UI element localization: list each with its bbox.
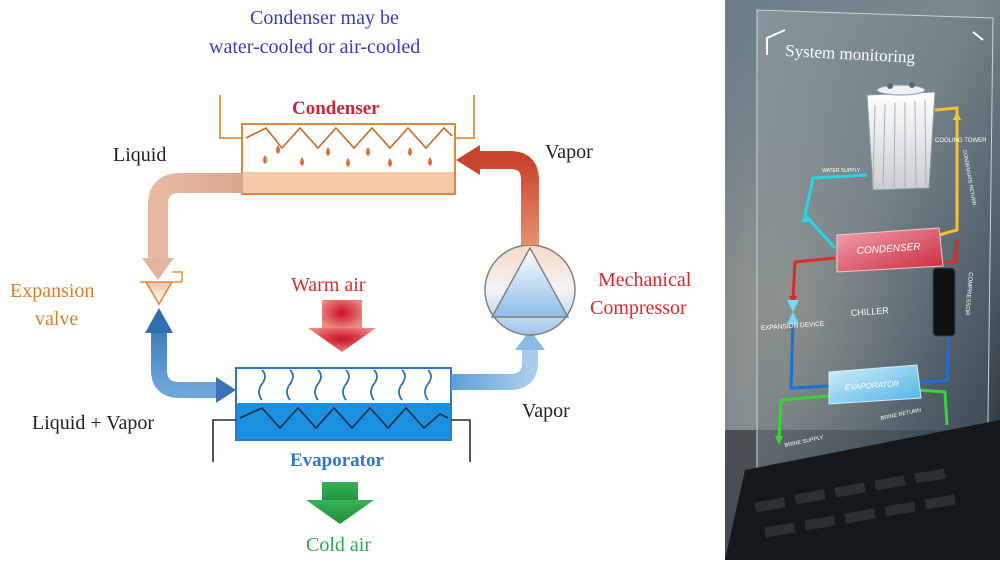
vapor-bottom-label: Vapor [522, 400, 570, 422]
condenser-note-line1: Condenser may be [250, 7, 399, 29]
monitor-expansion-icon [787, 300, 799, 324]
laptop-keys [754, 468, 956, 538]
cycle-diagram-graphic [140, 95, 576, 524]
monitor-compressor-text: COMPRESSOR [963, 272, 973, 316]
expansion-label-line2: valve [35, 308, 79, 330]
evaporator-vapor-wisps [258, 369, 432, 401]
warm-air-label: Warm air [291, 274, 366, 296]
monitor-evaporator-icon [828, 364, 922, 405]
liquid-vapor-arrowhead [216, 377, 236, 403]
evaporator-coil [239, 406, 449, 430]
evaporator-label: Evaporator [290, 450, 384, 471]
compressor-label-line1: Mechanical [598, 269, 692, 291]
monitor-condenser-text: CONDENSER [856, 242, 921, 257]
compressor-unit [484, 244, 576, 336]
monitor-compressor-icon [932, 267, 956, 337]
system-monitoring-photo: System monitoring COOLING TOWER WATER SU… [725, 0, 1000, 560]
cooling-tower-icon [866, 82, 936, 191]
monitor-expansion-text: EXPANSION DEVICE [761, 321, 825, 332]
expansion-valve [140, 271, 183, 306]
condenser-unit [219, 95, 475, 195]
condenser-note-line2: water-cooled or air-cooled [209, 36, 421, 58]
cold-air-arrow [306, 482, 374, 524]
vapor-pipe-bottom [451, 348, 538, 390]
vapor-bottom-arrowhead [515, 330, 545, 350]
liquid-pipe [148, 173, 243, 262]
expansion-label-line1: Expansion [10, 280, 95, 302]
monitor-water-supply: WATER SUPPLY [822, 168, 861, 174]
evaporator-unit [212, 367, 471, 462]
liquid-label: Liquid [113, 144, 167, 166]
monitor-condenser-icon [836, 227, 944, 273]
condenser-drops [263, 145, 432, 167]
monitor-cooling-tower: COOLING TOWER [935, 138, 987, 144]
refrigeration-cycle-diagram: Condenser may be water-cooled or air-coo… [10, 7, 692, 556]
condenser-label: Condenser [292, 98, 380, 119]
compressor-label-line2: Compressor [590, 297, 687, 319]
monitoring-screen-graphic: System monitoring COOLING TOWER WATER SU… [725, 0, 1000, 560]
condenser-coil [245, 126, 453, 150]
monitor-chiller-text: CHILLER [850, 305, 889, 318]
vapor-top-arrowhead [456, 145, 480, 175]
liquid-pipe-arrowhead [142, 258, 174, 280]
liquid-vapor-pipe [151, 333, 220, 398]
vapor-top-label: Vapor [545, 141, 593, 163]
exp-out-arrowhead [145, 308, 173, 333]
vapor-pipe-top [478, 151, 539, 245]
warm-air-arrow [308, 300, 376, 352]
cold-air-label: Cold air [306, 534, 371, 556]
liquid-vapor-label: Liquid + Vapor [32, 412, 155, 434]
monitor-evaporator-text: EVAPORATOR [845, 379, 900, 392]
